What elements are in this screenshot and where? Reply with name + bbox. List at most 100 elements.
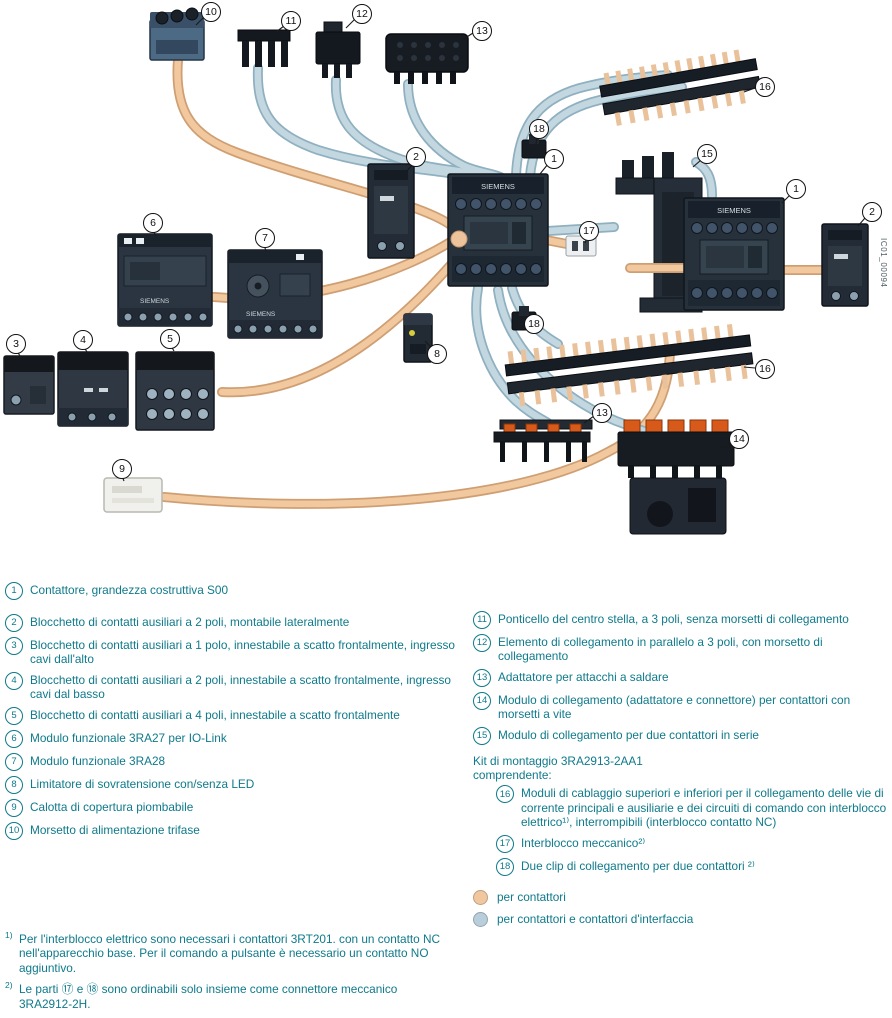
legend-text: Blocchetto di contatti ausiliari a 1 pol…: [30, 638, 455, 667]
legend-item-13: 13 Adattatore per attacchi a saldare: [473, 668, 888, 687]
component-6-function-module-io-link: SIEMENS: [117, 233, 213, 327]
footnotes: 1) Per l'interblocco elettrico sono nece…: [5, 930, 441, 1018]
legend-number: 12: [473, 634, 491, 652]
legend-item-6: 6 Modulo funzionale 3RA27 per IO-Link: [5, 729, 473, 748]
legend-number: 6: [5, 729, 23, 748]
legend-item-5: 5 Blocchetto di contatti ausiliari a 4 p…: [5, 706, 473, 725]
legend-text: Contattore, grandezza costruttiva S00: [30, 583, 229, 597]
component-4-aux-block-2-pole: [57, 351, 129, 427]
diagram-illustration: SIEMENS: [3, 7, 869, 535]
legend-number: 3: [5, 637, 23, 655]
component-2-lateral-aux-block-right: [821, 223, 869, 307]
blue-color-dot: [473, 911, 488, 927]
component-2-lateral-aux-block-left: [367, 163, 415, 259]
legend-text: Interblocco meccanico²⁾: [521, 835, 646, 850]
component-1-contactor-right: [683, 197, 785, 311]
callout-16: 16: [755, 77, 775, 97]
legend-number: 13: [473, 668, 491, 687]
component-8-surge-suppressor: [403, 313, 433, 363]
legend-text: Morsetto di alimentazione trifase: [30, 822, 200, 837]
legend-number: 16: [496, 785, 514, 804]
footnote-2: 2) Le parti ⑰ e ⑱ sono ordinabili solo i…: [5, 980, 441, 1011]
footnote-text: Le parti ⑰ e ⑱ sono ordinabili solo insi…: [19, 982, 398, 1011]
legend-text: Ponticello del centro stella, a 3 poli, …: [498, 612, 849, 626]
callout-1: 1: [786, 179, 806, 199]
callout-18: 18: [524, 314, 544, 334]
component-13-solder-adapter-bottom: [493, 419, 593, 462]
callout-13: 13: [472, 21, 492, 41]
callout-9: 9: [112, 459, 132, 479]
callout-16: 16: [755, 359, 775, 379]
component-3-aux-block-1-pole: [3, 355, 55, 415]
legend-text: Calotta di copertura piombabile: [30, 799, 194, 814]
component-14-connection-module: [617, 419, 735, 535]
legend-text: Blocchetto di contatti ausiliari a 2 pol…: [30, 672, 451, 702]
legend-item-9: 9 Calotta di copertura piombabile: [5, 798, 473, 817]
legend: 1 Contattore, grandezza costruttiva S00 …: [0, 576, 892, 1011]
component-12-parallel-link-element: [315, 21, 361, 78]
kit-title: Kit di montaggio 3RA2913-2AA1: [473, 753, 643, 768]
legend-number: 11: [473, 611, 491, 629]
component-16-bottom-wiring-module: [504, 324, 754, 407]
callout-1: 1: [544, 149, 564, 169]
callout-10: 10: [201, 2, 221, 22]
legend-number: 7: [5, 752, 23, 771]
legend-column-left: 1 Contattore, grandezza costruttiva S00 …: [5, 582, 473, 934]
legend-item-18: 18 Due clip di collegamento per due cont…: [496, 857, 888, 876]
mounting-kit-section: Kit di montaggio 3RA2913-2AA1 comprenden…: [473, 754, 888, 876]
module-brand-label: SIEMENS: [140, 298, 170, 305]
footnote-1: 1) Per l'interblocco elettrico sono nece…: [5, 930, 441, 975]
legend-text: Modulo funzionale 3RA27 per IO-Link: [30, 730, 227, 745]
diagram: SIEMENS: [3, 2, 888, 535]
kit-subtitle: comprendente:: [473, 767, 552, 782]
legend-item-12: 12 Elemento di collegamento in parallelo…: [473, 634, 888, 664]
callout-6: 6: [143, 213, 163, 233]
legend-text: Adattatore per attacchi a saldare: [498, 669, 669, 684]
legend-number: 8: [5, 775, 23, 794]
legend-number: 2: [5, 614, 23, 632]
legend-item-17: 17 Interblocco meccanico²⁾: [496, 834, 888, 853]
component-5-aux-block-4-pole: [135, 351, 215, 431]
callout-12: 12: [352, 4, 372, 24]
legend-text: Due clip di collegamento per due contatt…: [521, 858, 755, 873]
legend-text: Blocchetto di contatti ausiliari a 2 pol…: [30, 615, 350, 629]
legend-text: Blocchetto di contatti ausiliari a 4 pol…: [30, 707, 400, 722]
component-16-top-wiring-module: [599, 49, 761, 126]
color-key-row-interface-contactors: per contattori e contattori d'interfacci…: [473, 911, 888, 927]
legend-text: Moduli di cablaggio superiori e inferior…: [521, 786, 887, 830]
legend-text: Elemento di collegamento in parallelo a …: [498, 635, 823, 664]
legend-item-16: 16 Moduli di cablaggio superiori e infer…: [496, 785, 888, 829]
callout-17: 17: [579, 221, 599, 241]
legend-item-2: 2 Blocchetto di contatti ausiliari a 2 p…: [5, 614, 473, 632]
callout-8: 8: [427, 344, 447, 364]
component-10-three-phase-feed-terminal: [149, 7, 205, 61]
legend-item-3: 3 Blocchetto di contatti ausiliari a 1 p…: [5, 637, 473, 667]
component-1-contactor-center: [447, 173, 549, 287]
color-key: per contattori per contattori e contatto…: [473, 889, 888, 927]
callout-7: 7: [255, 228, 275, 248]
legend-item-11: 11 Ponticello del centro stella, a 3 pol…: [473, 611, 888, 629]
module-brand-label: SIEMENS: [246, 311, 276, 318]
footnote-marker: 1): [5, 930, 13, 940]
callout-3: 3: [6, 334, 26, 354]
component-13-solder-adapter-top: [385, 33, 469, 84]
callout-5: 5: [160, 329, 180, 349]
legend-item-1: 1 Contattore, grandezza costruttiva S00: [5, 582, 473, 600]
legend-number: 15: [473, 726, 491, 745]
callout-2: 2: [862, 202, 882, 222]
callout-11: 11: [281, 11, 301, 31]
legend-item-14: 14 Modulo di collegamento (adattatore e …: [473, 691, 888, 722]
legend-number: 4: [5, 671, 23, 690]
component-9-sealable-cover: [103, 477, 163, 513]
legend-number: 9: [5, 798, 23, 817]
legend-item-7: 7 Modulo funzionale 3RA28: [5, 752, 473, 771]
legend-text: Modulo di collegamento per due contattor…: [498, 727, 759, 742]
legend-text: Limitatore di sovratensione con/senza LE…: [30, 776, 255, 791]
legend-column-right: 11 Ponticello del centro stella, a 3 pol…: [473, 582, 888, 934]
legend-number: 17: [496, 834, 514, 853]
coil-wire-end: [450, 230, 468, 248]
component-11-star-point-bridge: [237, 29, 291, 67]
color-key-row-contactors: per contattori: [473, 889, 888, 905]
component-7-function-module: SIEMENS: [227, 249, 323, 339]
